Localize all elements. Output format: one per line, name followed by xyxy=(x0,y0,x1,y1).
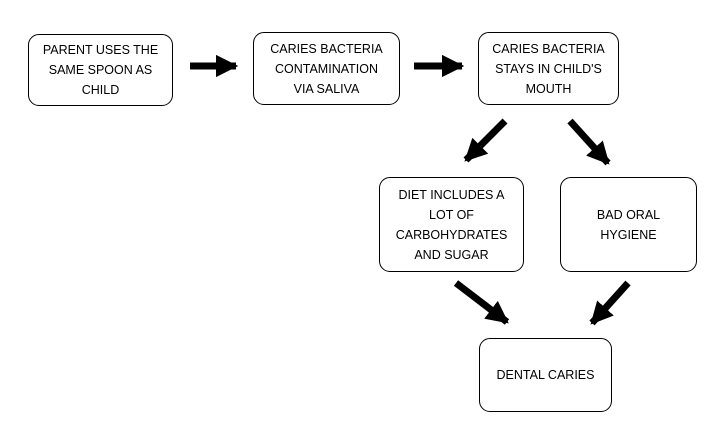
node-line: CARIES BACTERIA xyxy=(270,41,383,56)
node-line: BAD ORAL xyxy=(596,207,661,222)
arrow-stays-to-diet xyxy=(463,118,508,163)
node-line: STAYS IN CHILD'S xyxy=(495,61,602,76)
node-line: CONTAMINATION xyxy=(274,61,378,76)
node-parent-uses-same-spoon: PARENT USES THE SAME SPOON AS CHILD xyxy=(28,34,173,106)
node-line: CARIES BACTERIA xyxy=(492,41,605,56)
arrow-hygiene-to-caries xyxy=(589,280,631,326)
node-line: DENTAL CARIES xyxy=(496,368,595,382)
node-bacteria-stays-in-mouth: CARIES BACTERIA STAYS IN CHILD'S MOUTH xyxy=(478,32,619,105)
node-line: MOUTH xyxy=(525,81,572,96)
node-line: CHILD xyxy=(81,83,120,97)
node-bad-oral-hygiene: BAD ORAL HYGIENE xyxy=(560,177,697,272)
node-line: AND SUGAR xyxy=(414,247,489,262)
node-dental-caries: DENTAL CARIES xyxy=(479,338,612,412)
node-line: LOT OF xyxy=(429,207,474,222)
node-line: CARBOHYDRATES xyxy=(395,227,508,242)
node-line: DIET INCLUDES A xyxy=(398,187,505,202)
arrow-stays-to-hygiene xyxy=(567,118,611,166)
node-line: PARENT USES THE xyxy=(42,43,159,57)
arrow-diet-to-caries xyxy=(453,280,510,325)
node-line: VIA SALIVA xyxy=(293,81,360,96)
node-line: HYGIENE xyxy=(600,227,657,242)
node-bacteria-contamination: CARIES BACTERIA CONTAMINATION VIA SALIVA xyxy=(253,32,400,105)
node-diet-carbohydrates-sugar: DIET INCLUDES A LOT OF CARBOHYDRATES AND… xyxy=(379,177,524,272)
node-line: SAME SPOON AS xyxy=(48,63,153,77)
